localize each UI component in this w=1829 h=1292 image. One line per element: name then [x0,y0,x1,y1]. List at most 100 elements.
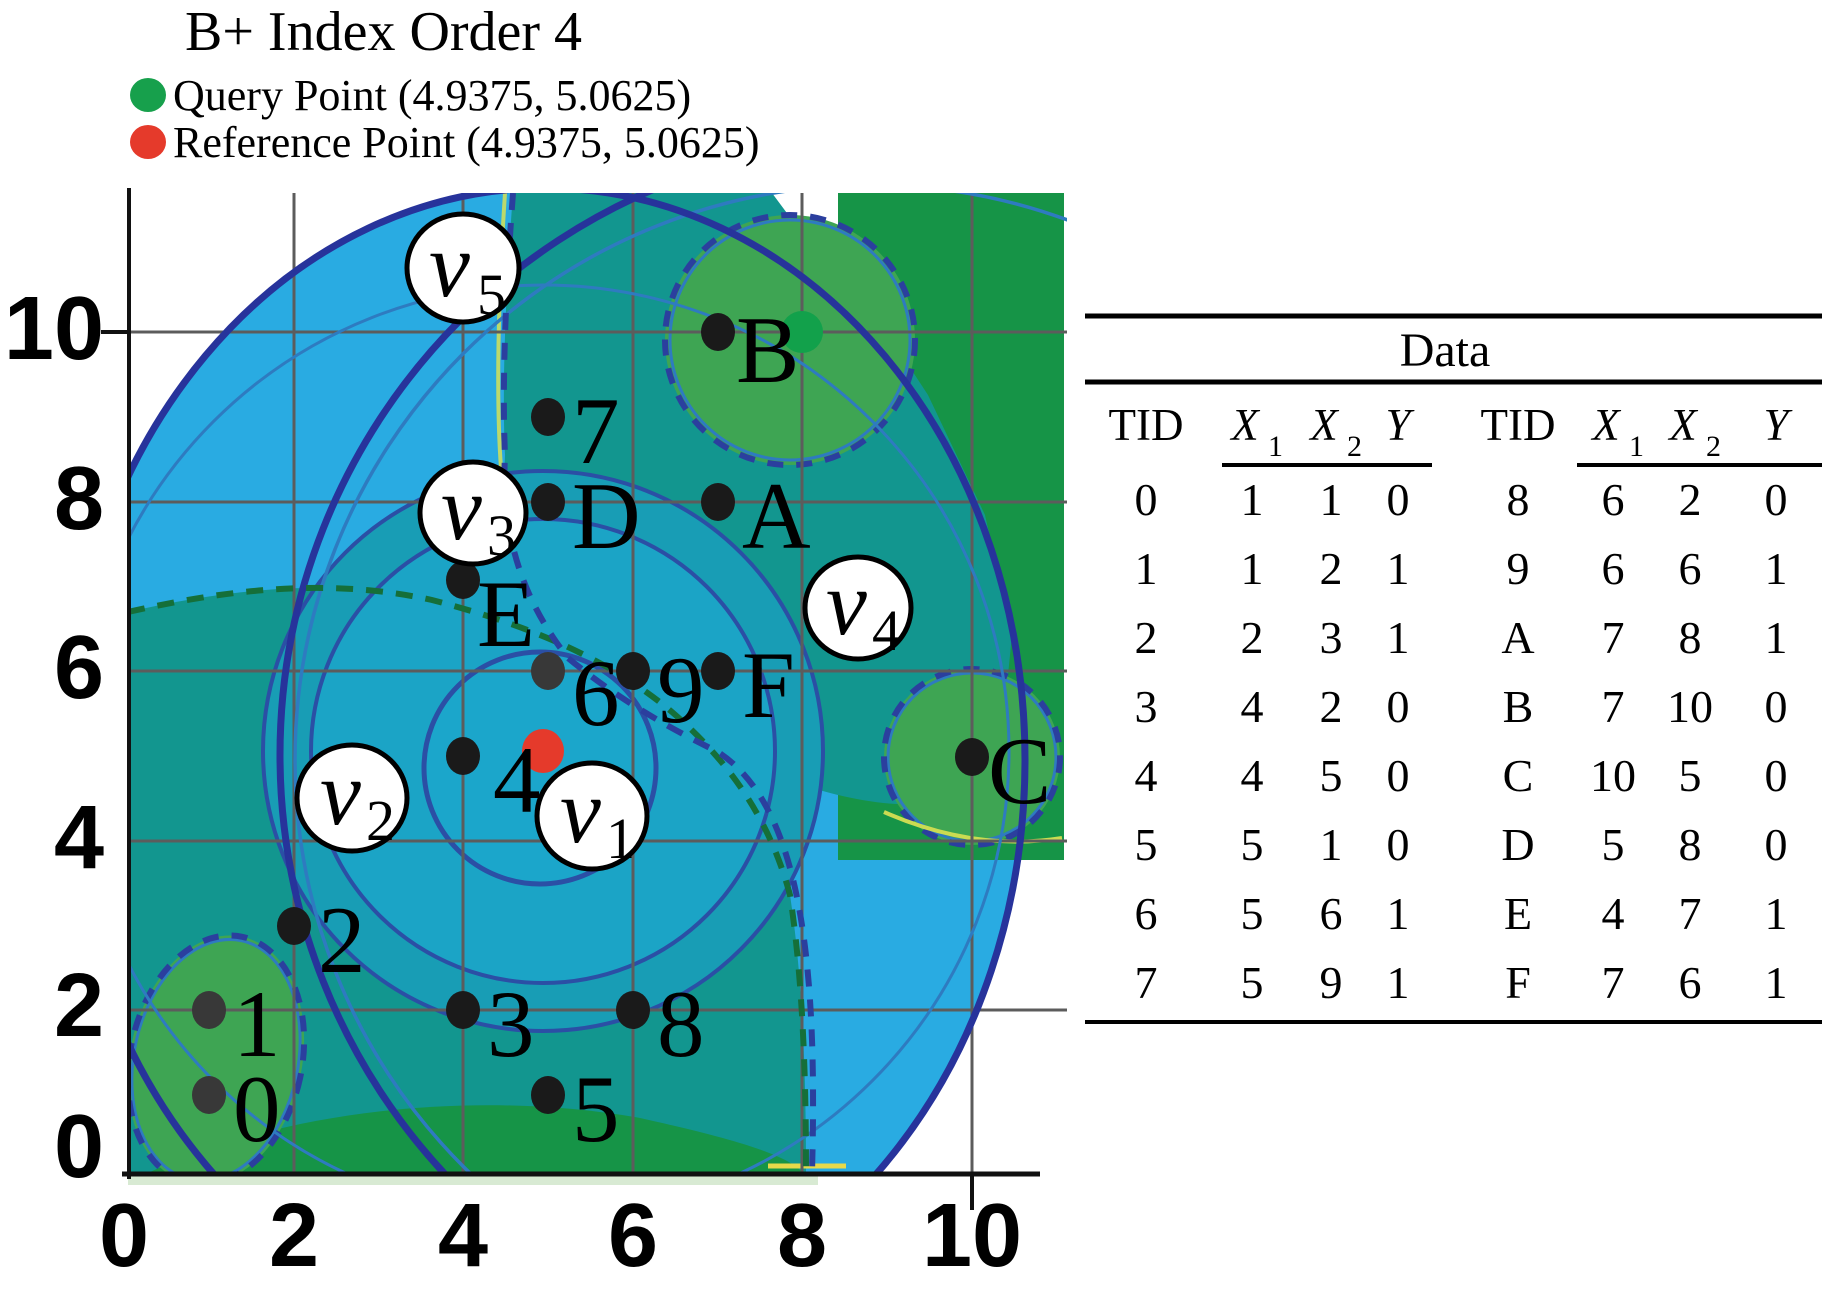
point-A [701,483,735,521]
cell: 6 [1602,543,1625,594]
point-7 [531,398,565,436]
table-header-row: TID X 1 X 2 Y TID X 1 X 2 Y [1109,400,1794,463]
cell: 6 [1320,888,1343,939]
cell: 10 [1590,750,1636,801]
point-F [701,652,735,690]
cell: 1 [1320,819,1343,870]
v1-label-sub: 1 [606,806,635,871]
point-labels: 0 1 2 3 4 5 6 7 8 9 A B C D E F [233,297,1051,1162]
col-header-tid: TID [1481,400,1556,450]
col-header-x2: X [1308,400,1339,450]
v5-label-sub: 5 [477,262,506,327]
x-tick-label: 8 [777,1186,827,1286]
cell: 9 [1320,957,1343,1008]
cell: 1 [1387,957,1410,1008]
point-B [701,313,735,351]
axis-labels: 10 8 6 4 2 0 0 2 4 6 8 10 [4,279,1022,1286]
cell: 7 [1679,888,1702,939]
cell: 4 [1135,750,1158,801]
cell: C [1503,750,1534,801]
point-5 [531,1076,565,1114]
query-point-legend-icon [130,78,166,112]
col-header-x1: X [1590,400,1621,450]
v2-label: v [320,742,361,844]
point-label: 8 [657,971,705,1077]
cell: 8 [1679,612,1702,663]
point-label: A [742,463,811,569]
cell: 2 [1241,612,1264,663]
table-title: Data [1400,324,1491,377]
cell: 9 [1507,543,1530,594]
point-1 [192,991,226,1029]
point-label: 1 [233,971,281,1077]
cell: 1 [1387,543,1410,594]
cell: 1 [1135,543,1158,594]
cell: 0 [1135,474,1158,525]
cell: 0 [1387,819,1410,870]
x-tick-label: 10 [922,1186,1022,1286]
cell: 0 [1765,681,1788,732]
v4-label-sub: 4 [872,598,901,663]
point-label: 5 [572,1056,620,1162]
v3-label-bubble [417,459,529,567]
dashed-blue-boundary [500,193,817,1172]
cell: 3 [1135,681,1158,732]
cell: 2 [1135,612,1158,663]
cell: 0 [1765,474,1788,525]
reference-point-legend-icon [130,125,166,159]
cell: 0 [1387,750,1410,801]
cell: F [1505,957,1531,1008]
point-2 [277,907,311,945]
cell: 0 [1765,819,1788,870]
cell: 0 [1387,474,1410,525]
cell: 5 [1241,888,1264,939]
cell: 4 [1241,750,1264,801]
v5-label-bubble [404,211,522,325]
cell: 1 [1765,612,1788,663]
v-node-labels: v v v v v 1 2 3 4 5 [294,211,914,872]
cell: 10 [1667,681,1713,732]
y-tick-label: 4 [54,788,104,888]
cell: 7 [1602,612,1625,663]
x-tick-label: 6 [608,1186,658,1286]
y-tick-label: 0 [54,1097,104,1197]
cell: 1 [1320,474,1343,525]
cell: E [1504,888,1532,939]
cell: 5 [1320,750,1343,801]
cell: 4 [1241,681,1264,732]
point-D [531,483,565,521]
cell: 6 [1602,474,1625,525]
col-header-x2-sub: 2 [1347,430,1362,463]
point-label: 0 [233,1056,281,1162]
x-tick-label: 0 [99,1186,149,1286]
data-points [192,311,989,1114]
point-E [446,561,480,599]
cell: 8 [1507,474,1530,525]
col-header-x1-sub: 1 [1629,430,1644,463]
v4-label-bubble [802,554,914,662]
cell: 4 [1602,888,1625,939]
cell: 1 [1765,543,1788,594]
cell: 6 [1135,888,1158,939]
cell: 7 [1135,957,1158,1008]
dashed-green-boundary [128,584,809,1172]
reference-point-marker [522,729,564,773]
cell: 2 [1320,681,1343,732]
x-tick-label: 2 [269,1186,319,1286]
cell: A [1501,612,1534,663]
axis-underlay [128,1174,818,1185]
v5-label: v [429,214,470,316]
point-label: 2 [318,887,366,993]
cell: 7 [1602,957,1625,1008]
cell: 6 [1679,957,1702,1008]
point-label: B [736,297,799,403]
cell: 7 [1602,681,1625,732]
col-header-x1: X [1229,400,1260,450]
